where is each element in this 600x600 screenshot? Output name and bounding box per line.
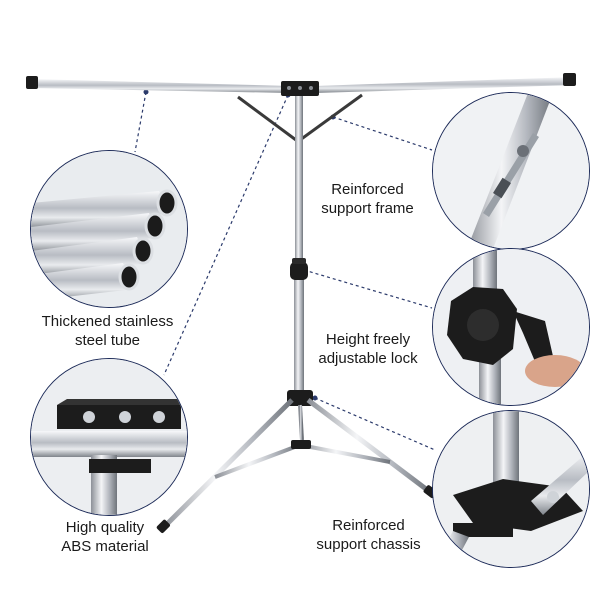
height-lock-detail-image <box>432 248 590 406</box>
chassis-detail-image <box>432 410 590 568</box>
leader-line-steel-tube <box>134 91 147 153</box>
abs-bracket-icon <box>31 359 187 515</box>
feature-label-steel-tube: Thickened stainless steel tube <box>41 313 174 349</box>
leader-line-support-frame <box>332 116 433 151</box>
leader-line-height-lock <box>303 269 433 309</box>
feature-label-support-frame: Reinforced support frame <box>321 181 414 217</box>
feature-label-height-lock: Height freely adjustable lock <box>318 331 418 367</box>
chassis-hub-icon <box>433 411 589 567</box>
feature-label-abs-material: High quality ABS material <box>61 519 149 555</box>
steel-tube-detail-image <box>30 150 188 308</box>
frame-bracket-icon <box>433 93 589 249</box>
leader-line-chassis <box>314 397 436 451</box>
support-frame-detail-image <box>432 92 590 250</box>
abs-material-detail-image <box>30 358 188 516</box>
leader-lines <box>134 91 436 451</box>
feature-label-chassis: Reinforced support chassis <box>316 517 421 553</box>
steel-tubes-icon <box>31 151 187 307</box>
lock-knob-icon <box>433 249 589 405</box>
